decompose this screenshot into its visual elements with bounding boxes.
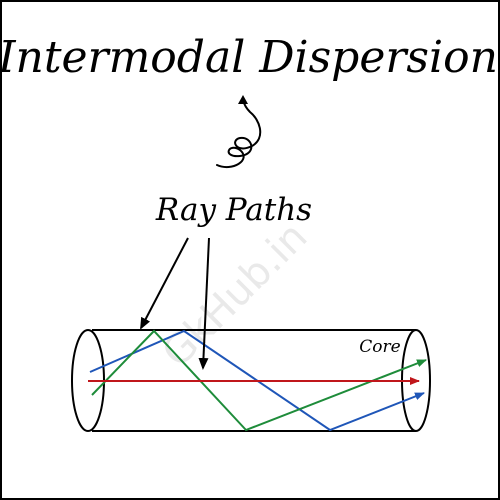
diagram-title: Intermodal Dispersion	[0, 32, 498, 83]
core-label: Core	[359, 337, 400, 357]
curly-arrow-icon	[216, 95, 262, 169]
pointer-arrow-blue	[198, 237, 210, 370]
pointer-arrow-green	[140, 237, 189, 330]
ray-paths-label: Ray Paths	[155, 192, 312, 228]
watermark-text: GkHub.in	[154, 214, 317, 377]
